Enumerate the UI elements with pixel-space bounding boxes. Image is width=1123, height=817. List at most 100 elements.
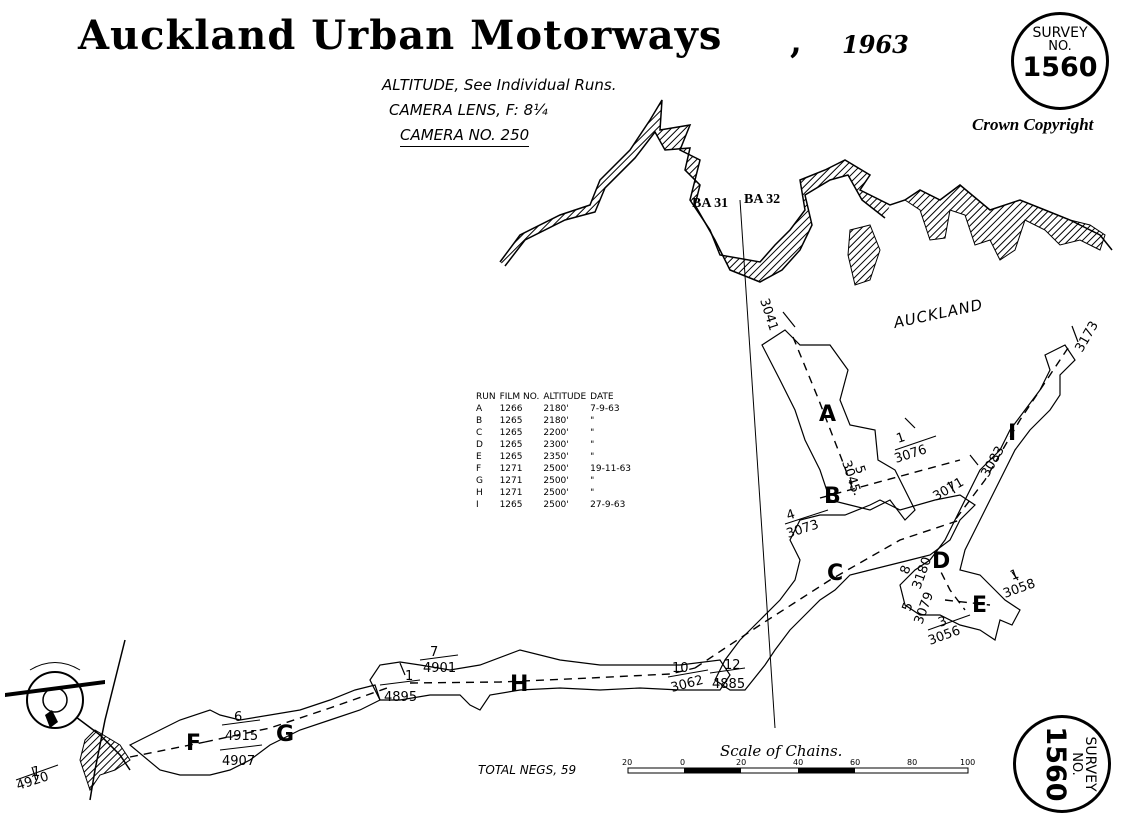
- table-cell: G: [476, 476, 483, 486]
- run-label-d: D: [932, 549, 950, 574]
- table-cell: 1271: [499, 476, 523, 486]
- table-row: F 1271 2500' 19-11-63: [476, 463, 635, 475]
- stamp-top-line1: SURVEY: [1032, 25, 1088, 41]
- frame-label-g-start: 4907: [222, 754, 255, 769]
- run-table-header: RUN FILM NO. ALTITUDE DATE: [476, 391, 635, 403]
- sheet-label-right: BA 32: [744, 192, 780, 207]
- table-cell: 1265: [499, 500, 523, 510]
- frame-label-a-start: 3041: [756, 297, 780, 333]
- shoreline-hatching: [79, 100, 1106, 792]
- frame-label-d-end: 3079: [912, 590, 937, 626]
- table-cell: 1271: [499, 488, 523, 498]
- run-table-header-date: DATE: [590, 392, 614, 402]
- run-label-e: E: [972, 593, 987, 618]
- table-cell: 1266: [499, 404, 523, 414]
- table-cell: 2500': [543, 464, 569, 474]
- run-label-f: F: [186, 731, 201, 756]
- run-label-h: H: [510, 672, 528, 697]
- sheet-label-left: BA 31: [692, 196, 728, 211]
- scale-tick-4: 40: [793, 758, 803, 767]
- frame-label-h-start: 4901: [423, 661, 456, 676]
- frame-label-i-start: 3173: [1072, 319, 1102, 355]
- run-table-header-run: RUN: [476, 392, 496, 402]
- stamp-top-number: 1560: [1022, 52, 1098, 83]
- company-logo: [5, 662, 105, 729]
- frame-label-i-mid: 3083: [978, 444, 1008, 480]
- table-row: I 1265 2500' 27-9-63: [476, 499, 635, 511]
- table-cell: 1271: [499, 464, 523, 474]
- table-cell: ": [590, 440, 595, 450]
- table-cell: 2350': [543, 452, 569, 462]
- table-cell: ": [590, 452, 595, 462]
- stamp-top-line2: NO.: [1048, 39, 1072, 54]
- table-cell: 2200': [543, 428, 569, 438]
- stamp-bottom-line2: NO.: [1069, 752, 1084, 776]
- frame-label-f-end: 4915: [225, 729, 258, 744]
- note-camera-number: CAMERA NO. 250: [400, 126, 530, 147]
- frame-label-f-end-exp: 6: [234, 710, 242, 725]
- flight-run-lines: [129, 336, 1069, 758]
- title-separator: ,: [790, 22, 802, 62]
- note-altitude: ALTITUDE, See Individual Runs.: [382, 76, 617, 94]
- scale-tick-3: 20: [736, 758, 746, 767]
- frame-label-rules: [15, 435, 971, 781]
- run-table-header-altitude: ALTITUDE: [543, 392, 587, 402]
- sheet-boundary-line: [739, 199, 776, 729]
- frame-label-f-start: 4920: [15, 769, 51, 793]
- table-row: A 1266 2180' 7-9-63: [476, 403, 635, 415]
- table-row: B 1265 2180' ": [476, 415, 635, 427]
- survey-stamp-top: SURVEY NO. 1560: [1011, 12, 1109, 110]
- table-cell: 27-9-63: [590, 500, 626, 510]
- table-cell: 2500': [543, 476, 569, 486]
- scale-tick-1: 20: [622, 758, 632, 767]
- table-cell: I: [476, 500, 479, 510]
- frame-label-d-end-exp: 5: [900, 600, 917, 613]
- note-camera-lens: CAMERA LENS, F: 8¼: [389, 101, 548, 119]
- table-cell: ": [590, 428, 595, 438]
- table-cell: 1265: [499, 440, 523, 450]
- table-cell: E: [476, 452, 482, 462]
- table-cell: 2500': [543, 500, 569, 510]
- table-cell: 2180': [543, 404, 569, 414]
- survey-stamp-bottom: SURVEY NO. 1560: [1013, 715, 1111, 813]
- table-cell: 19-11-63: [590, 464, 632, 474]
- table-cell: ": [590, 476, 595, 486]
- run-label-i: I: [1008, 421, 1016, 446]
- frame-label-g-end-exp: 1: [405, 669, 413, 684]
- frame-label-e-end: 3058: [1001, 576, 1037, 601]
- scale-title: Scale of Chains.: [720, 742, 843, 760]
- table-cell: 2180': [543, 416, 569, 426]
- frame-labels: 3041 5 3045 4 3073 1 3076 3173 3083 3071…: [15, 297, 1102, 794]
- frame-label-a-end: 3045: [838, 459, 862, 495]
- frame-label-e-start: 3056: [926, 623, 962, 648]
- table-cell: 1265: [499, 428, 523, 438]
- table-cell: ": [590, 488, 595, 498]
- table-cell: 1265: [499, 416, 523, 426]
- stamp-bottom-line1: SURVEY: [1082, 736, 1098, 792]
- run-label-b: B: [824, 484, 841, 509]
- run-label-a: A: [819, 402, 836, 427]
- run-table: RUN FILM NO. ALTITUDE DATE A 1266 2180' 7-9…: [476, 391, 635, 511]
- table-cell: ": [590, 416, 595, 426]
- frame-label-c-start-exp: 10: [672, 661, 689, 676]
- coverage-outlines: [128, 329, 1076, 776]
- run-label-c: C: [827, 561, 843, 586]
- frame-label-c-end: 3071: [931, 475, 967, 505]
- scale-tick-7: 100: [960, 758, 975, 767]
- frame-label-h-start-exp: 7: [430, 645, 438, 660]
- total-negatives: TOTAL NEGS, 59: [478, 763, 577, 777]
- table-cell: 2500': [543, 488, 569, 498]
- frame-label-h-end: 4885: [712, 677, 745, 692]
- run-table-header-film: FILM NO.: [499, 392, 540, 402]
- table-cell: F: [476, 464, 482, 474]
- crown-copyright: Crown Copyright: [972, 115, 1094, 134]
- table-cell: B: [476, 416, 483, 426]
- scale-bar: 20 0 20 40 60 80 100: [622, 758, 975, 774]
- table-cell: A: [476, 404, 483, 414]
- table-cell: 7-9-63: [590, 404, 620, 414]
